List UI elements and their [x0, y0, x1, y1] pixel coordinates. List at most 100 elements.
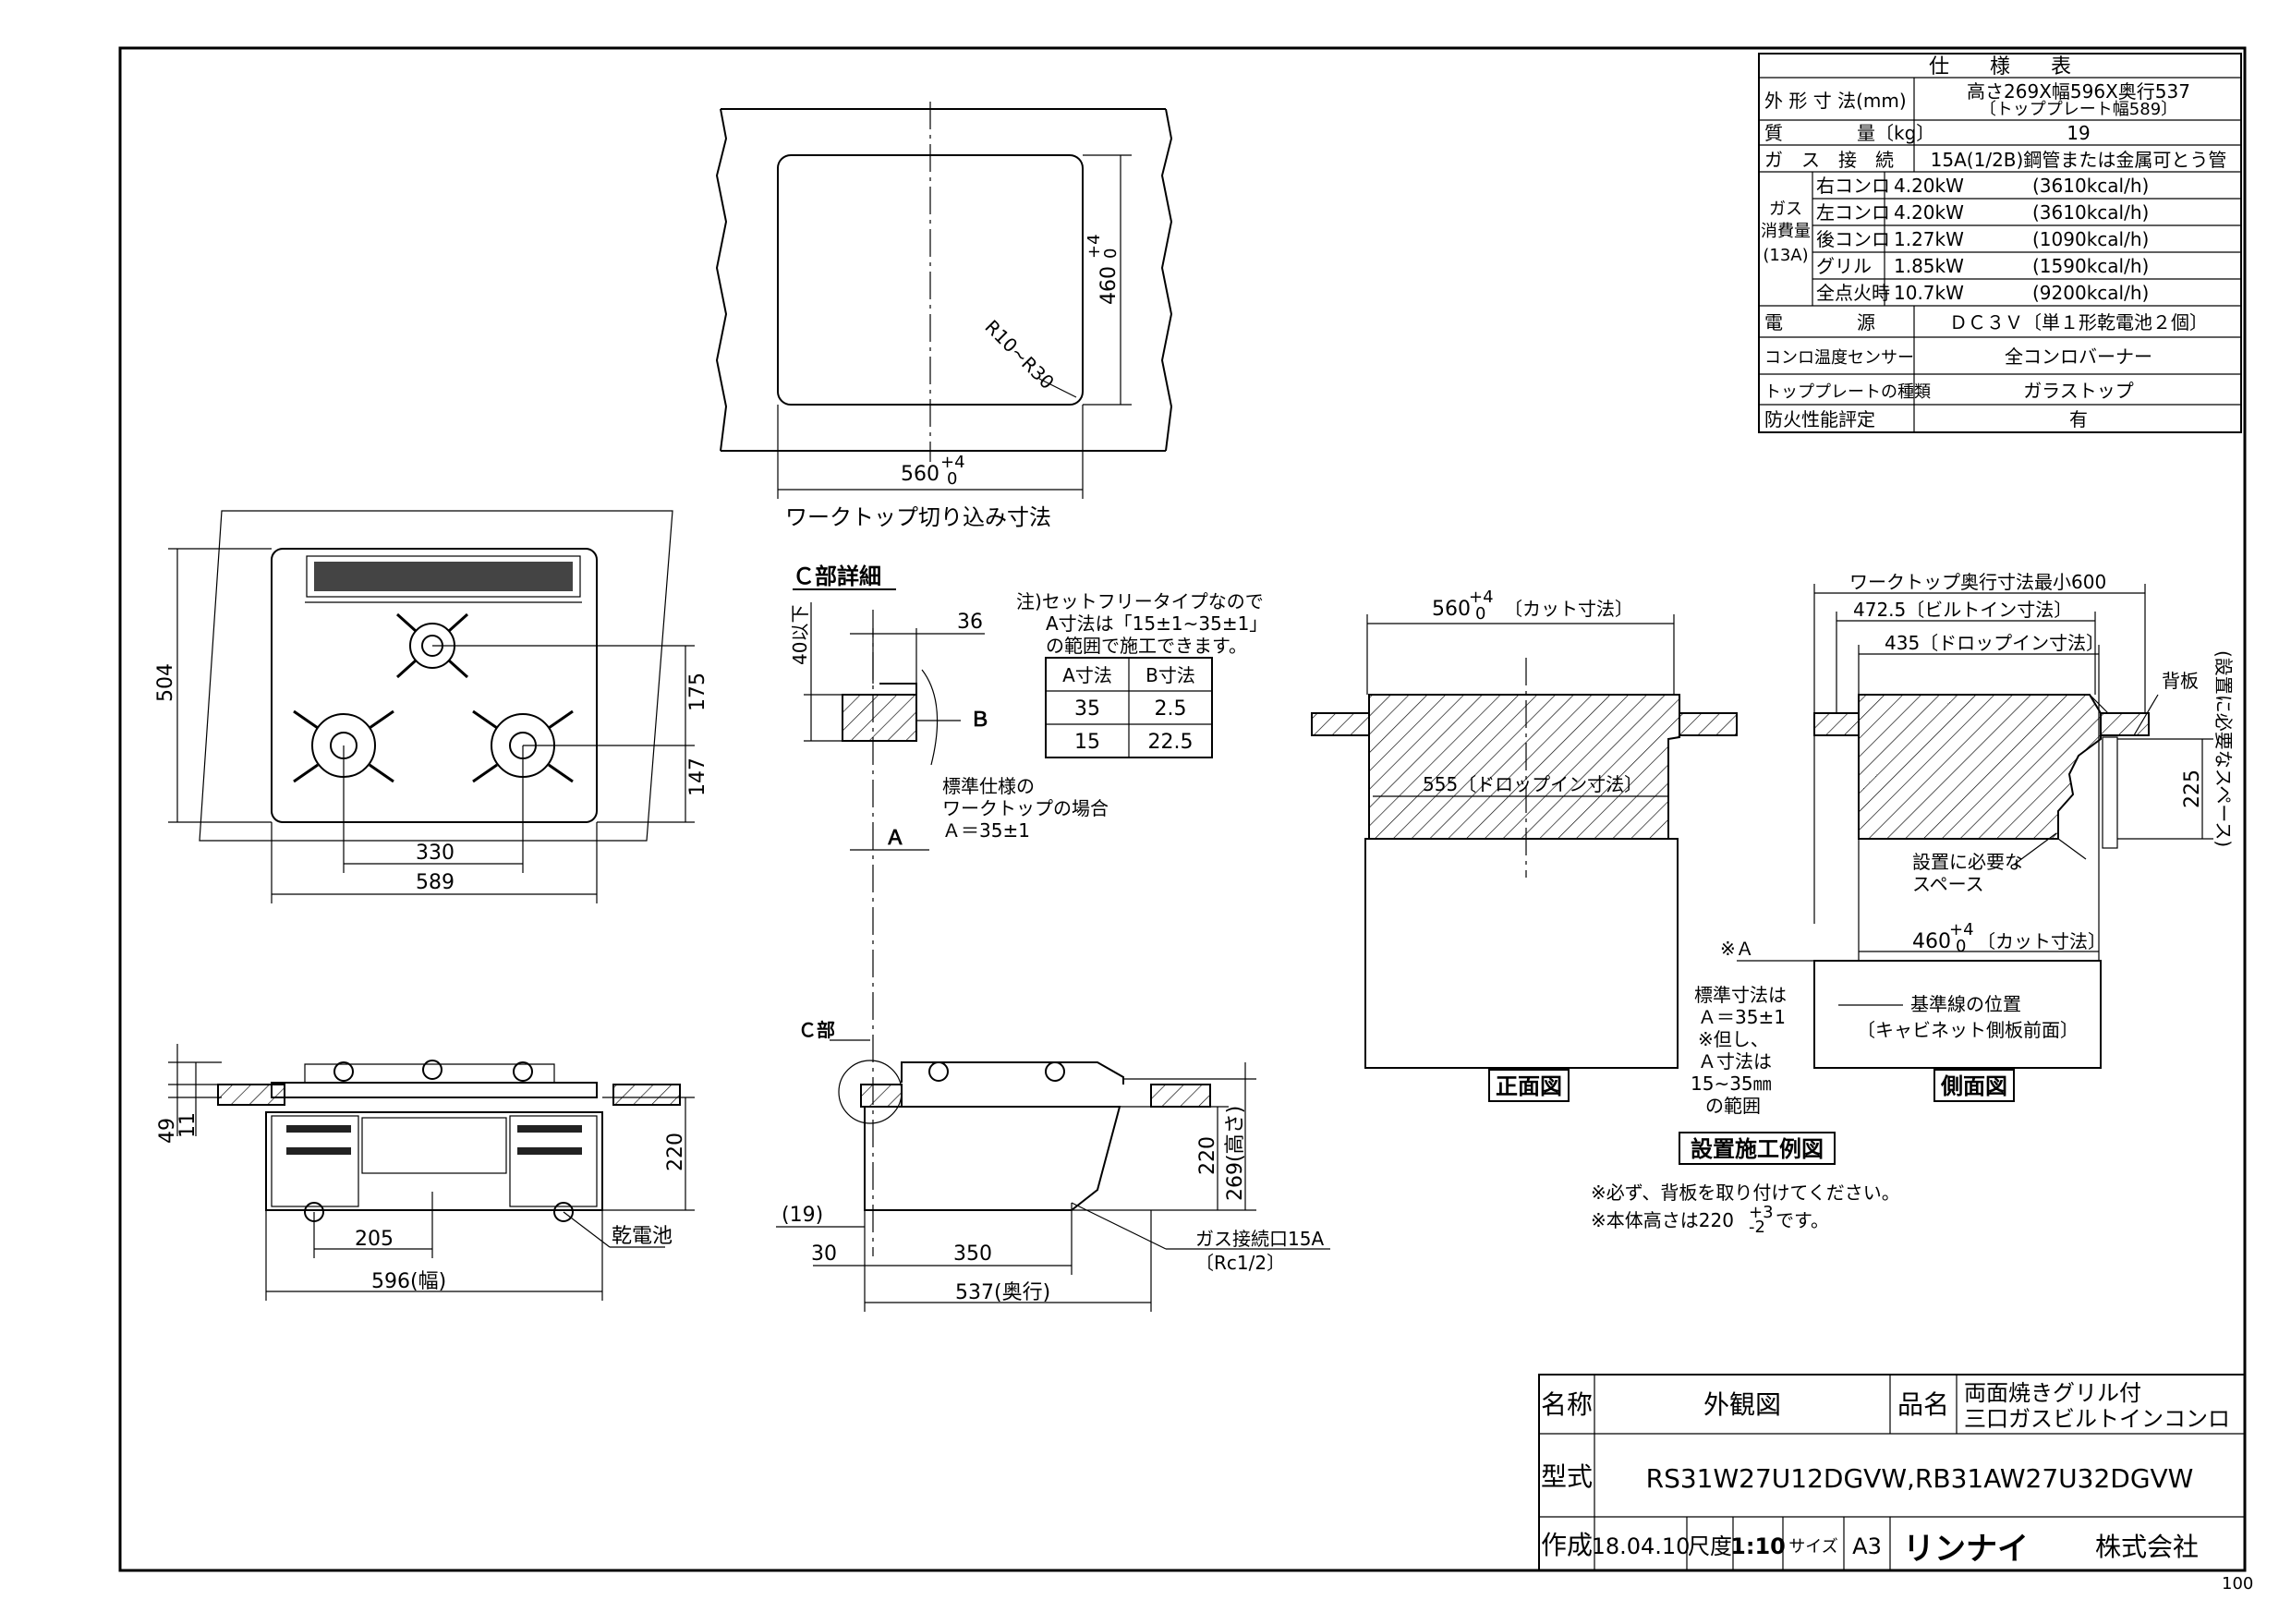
front-dim-49: 49	[156, 1118, 179, 1144]
detail-c-label-b: Ｂ	[970, 709, 990, 732]
spec-dims-sub: 〔トッププレート幅589〕	[1980, 100, 2177, 119]
install-std-5: 15~35㎜	[1691, 1073, 1772, 1095]
cutout-caption: ワークトップ切り込み寸法	[785, 504, 1051, 530]
front-dim-596: 596(幅)	[371, 1270, 446, 1293]
example-label-box	[1679, 1132, 1836, 1165]
cutout-height-dim: 460	[1097, 266, 1121, 305]
detail-c-std-3: Ａ＝35±1	[942, 819, 1030, 842]
install-example-label: 設置施工例図	[1691, 1136, 1824, 1162]
side-dim-350: 350	[953, 1242, 992, 1266]
install-dropin: 555〔ドロップイン寸法〕	[1423, 773, 1642, 795]
detail-c-table-r2-b: 22.5	[1148, 731, 1194, 754]
install-front-cut-tol-plus: +4	[1469, 588, 1494, 607]
detail-c: Ｃ部詳細 40以下 36 Ｂ Ａ 注)セットフリータイプなので A寸法は「15±…	[789, 564, 1267, 1256]
page-number: 100	[2222, 1574, 2253, 1594]
tb-model-label: 型式	[1541, 1461, 1593, 1492]
detail-c-note-2: A寸法は「15±1~35±1」	[1046, 612, 1267, 635]
tb-product-label: 品名	[1897, 1389, 1949, 1420]
spec-gas-grill-kw: 1.85kW	[1894, 255, 1964, 277]
spec-gas-group-1: ガス	[1769, 200, 1802, 219]
tb-product-2: 三口ガスビルトインコンロ	[1964, 1406, 2230, 1432]
detail-c-table-r2-a: 15	[1074, 731, 1100, 754]
cutout-width-dim: 560	[901, 463, 939, 486]
install-front-view: 560 +4 0 〔カット寸法〕 555〔ドロップイン寸法〕 正面図	[1311, 588, 1738, 1102]
install-front-label: 正面図	[1496, 1073, 1562, 1099]
install-dim-225: 225	[2181, 770, 2204, 808]
install-note-1: ※必ず、背板を取り付けてください。	[1591, 1182, 1900, 1204]
tb-size-label: サイズ	[1788, 1537, 1837, 1557]
spec-gas-all-label: 全点火時	[1816, 282, 1890, 304]
side-dim-537: 537(奥行)	[955, 1281, 1050, 1304]
install-side-cut-tol-zero: 0	[1956, 937, 1966, 956]
spec-power-label: 電 源	[1764, 311, 1875, 333]
spec-gasconn-value: 15A(1/2B)鋼管または金属可とう管	[1931, 149, 2227, 171]
tb-product-1: 両面焼きグリル付	[1964, 1380, 2141, 1406]
front-dim-220: 220	[664, 1133, 687, 1171]
install-std-4: Ａ寸法は	[1698, 1050, 1772, 1073]
spec-gasconn-label: ガ ス 接 続	[1764, 149, 1894, 171]
install-side-cut: 460	[1912, 930, 1951, 953]
plan-dim-330: 330	[416, 842, 455, 865]
detail-c-std-1: 標準仕様の	[942, 775, 1035, 797]
install-baseline-1: 基準線の位置	[1910, 993, 2021, 1015]
tb-name-label: 名称	[1541, 1389, 1593, 1420]
side-dim-19: (19)	[782, 1204, 823, 1227]
spec-gas-grill-kcal: (1590kcal/h)	[2032, 255, 2149, 277]
plan-dim-147: 147	[686, 757, 709, 796]
spec-gas-right-kw: 4.20kW	[1894, 175, 1964, 197]
spec-gas-grill-label: グリル	[1816, 255, 1872, 277]
tb-date: 18.04.10	[1592, 1533, 1691, 1559]
side-dim-269: 269(高さ)	[1224, 1106, 1247, 1201]
spec-sensor-label: コンロ温度センサー	[1764, 348, 1914, 368]
spec-topplate-label: トッププレートの種類	[1764, 382, 1931, 402]
spec-gas-right-kcal: (3610kcal/h)	[2032, 175, 2149, 197]
spec-gas-rear-kw: 1.27kW	[1894, 228, 1964, 250]
spec-gas-left-kcal: (3610kcal/h)	[2032, 201, 2149, 224]
tb-scale-label: 尺度	[1688, 1533, 1732, 1559]
front-dim-205: 205	[355, 1228, 394, 1251]
install-baseline-2: 〔キャビネット側板前面〕	[1857, 1019, 2079, 1041]
detail-c-d36: 36	[957, 611, 983, 634]
spec-gas-left-label: 左コンロ	[1816, 201, 1890, 224]
spec-gas-left-kw: 4.20kW	[1894, 201, 1964, 224]
plan-view: 504 175 147 330 589	[154, 510, 709, 903]
cutout-radius: R10~R30	[980, 316, 1058, 394]
tb-model: RS31W27U12DGVW,RB31AW27U32DGVW	[1646, 1463, 2194, 1494]
detail-c-note-1: 注)セットフリータイプなので	[1016, 590, 1264, 612]
spec-dims-value: 高さ269X幅596X奥行537	[1967, 80, 2190, 103]
spec-power-value: ＤＣ３Ｖ〔単１形乾電池２個〕	[1949, 311, 2208, 333]
side-dim-220: 220	[1196, 1136, 1219, 1175]
tb-scale: 1:10	[1730, 1533, 1786, 1559]
spec-mass-value: 19	[2067, 122, 2090, 144]
front-dim-11: 11	[176, 1112, 200, 1138]
install-dropin-side: 435〔ドロップイン寸法〕	[1885, 632, 2104, 654]
install-depth-min: ワークトップ奥行寸法最小600	[1849, 571, 2106, 593]
plan-dim-589: 589	[416, 871, 455, 894]
detail-c-std-2: ワークトップの場合	[942, 797, 1109, 819]
front-view-label-box	[1488, 1069, 1570, 1102]
install-std-3: ※但し、	[1698, 1028, 1769, 1050]
detail-c-note-3: の範囲で施工できます。	[1046, 635, 1247, 657]
cutout-height-tol-zero: 0	[1101, 248, 1121, 259]
tb-name: 外観図	[1703, 1389, 1781, 1420]
install-backboard: 背板	[2162, 670, 2199, 692]
spec-gas-group-3: (13A)	[1763, 246, 1808, 265]
spec-gas-right-label: 右コンロ	[1816, 175, 1890, 197]
install-std-6: の範囲	[1705, 1095, 1761, 1117]
cutout-width-tol-zero: 0	[947, 469, 957, 489]
install-front-cut: 560	[1432, 598, 1471, 621]
spec-fire-label: 防火性能評定	[1764, 408, 1875, 430]
spec-gas-rear-label: 後コンロ	[1816, 228, 1890, 250]
install-note-height-tol-minus: -2	[1749, 1218, 1765, 1237]
detail-c-table-r1-b: 2.5	[1155, 697, 1187, 721]
install-std-1: 標準寸法は	[1694, 984, 1787, 1006]
spec-dims-label: 外 形 寸 法(mm)	[1764, 90, 1907, 112]
worktop-cutout-view: 460 +4 0 560 +4 0 R10~R30 ワークトップ切り込み寸法	[715, 102, 1173, 530]
install-space-2: スペース	[1912, 873, 1984, 895]
sheet-border	[118, 46, 2247, 1572]
spec-gas-all-kcal: (9200kcal/h)	[2032, 282, 2149, 304]
install-mark-a: ※Ａ	[1720, 938, 1754, 960]
spec-sensor-value: 全コンロバーナー	[2005, 345, 2152, 368]
install-space-v: (設置に必要なスペース)	[2212, 650, 2235, 847]
